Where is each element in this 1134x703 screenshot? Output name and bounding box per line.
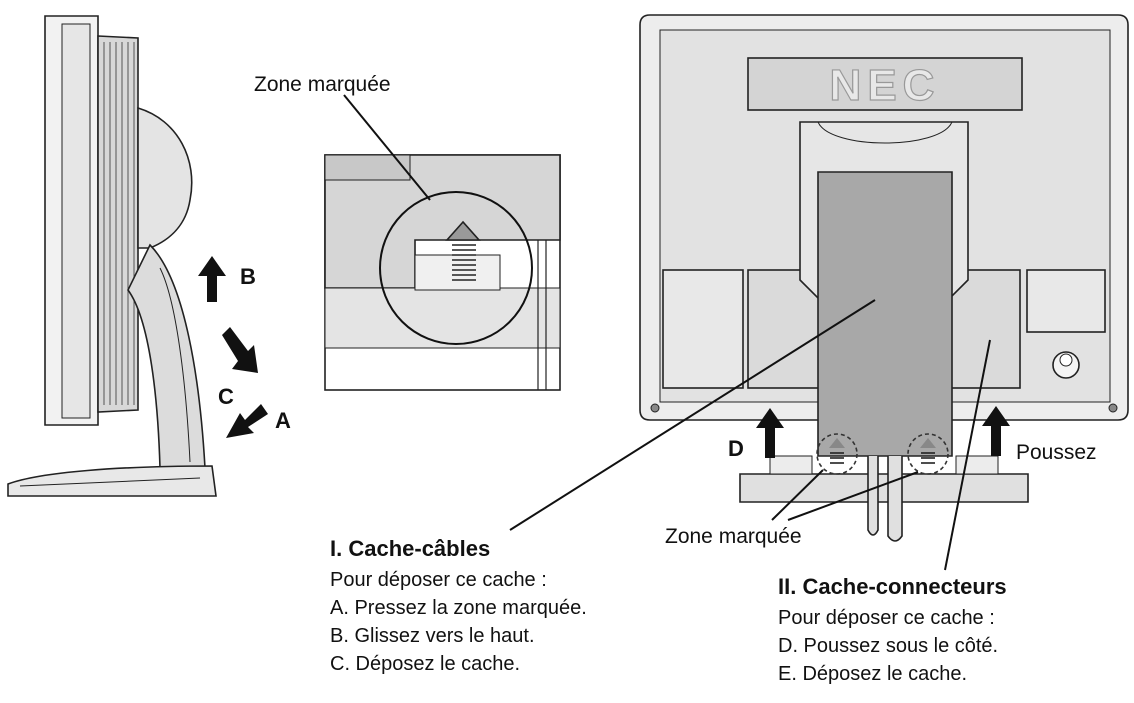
letter-a: A: [275, 408, 291, 433]
marked-zone-label-top: Zone marquée: [254, 73, 391, 96]
connector-cover-title: II. Cache-connecteurs: [778, 574, 1007, 599]
cable-cover-block: I. Cache-câbles Pour déposer ce cache : …: [330, 536, 587, 675]
brand-logo: NEC: [830, 61, 941, 110]
arrow-push-up: [982, 406, 1010, 456]
vent-slots: [103, 42, 135, 405]
monitor-rear-view: NEC: [639, 14, 1129, 542]
zoom-detail-box: [324, 94, 561, 391]
cable-cover-step: A. Pressez la zone marquée.: [330, 597, 587, 619]
arrow-b-up: [198, 256, 226, 302]
letter-d: D: [728, 436, 744, 461]
connector-cover-intro: Pour déposer ce cache :: [778, 607, 995, 629]
letter-c: C: [218, 384, 234, 409]
cable-cover-step: C. Déposez le cache.: [330, 653, 521, 675]
monitor-side-view: [7, 15, 217, 497]
cable-cover-step: B. Glissez vers le haut.: [330, 625, 535, 647]
arrow-c-diagonal: [222, 327, 258, 373]
connector-cover-block: II. Cache-connecteurs Pour déposer ce ca…: [778, 574, 1007, 685]
cable-cover-intro: Pour déposer ce cache :: [330, 569, 547, 591]
arrow-a-diagonal: [226, 404, 268, 438]
leader-lines: [509, 299, 991, 571]
letter-b: B: [240, 264, 256, 289]
arrow-d-up: [756, 408, 784, 458]
push-label: Poussez: [1016, 441, 1097, 464]
marked-zone-label-bottom: Zone marquée: [665, 525, 802, 548]
connector-cover-step: E. Déposez le cache.: [778, 663, 967, 685]
marked-zone-right: [907, 433, 949, 475]
marked-zone-lines: [452, 244, 476, 281]
cable-cover-title: I. Cache-câbles: [330, 536, 491, 561]
connector-cover-step: D. Poussez sous le côté.: [778, 635, 999, 657]
marked-zone-left: [816, 433, 858, 475]
